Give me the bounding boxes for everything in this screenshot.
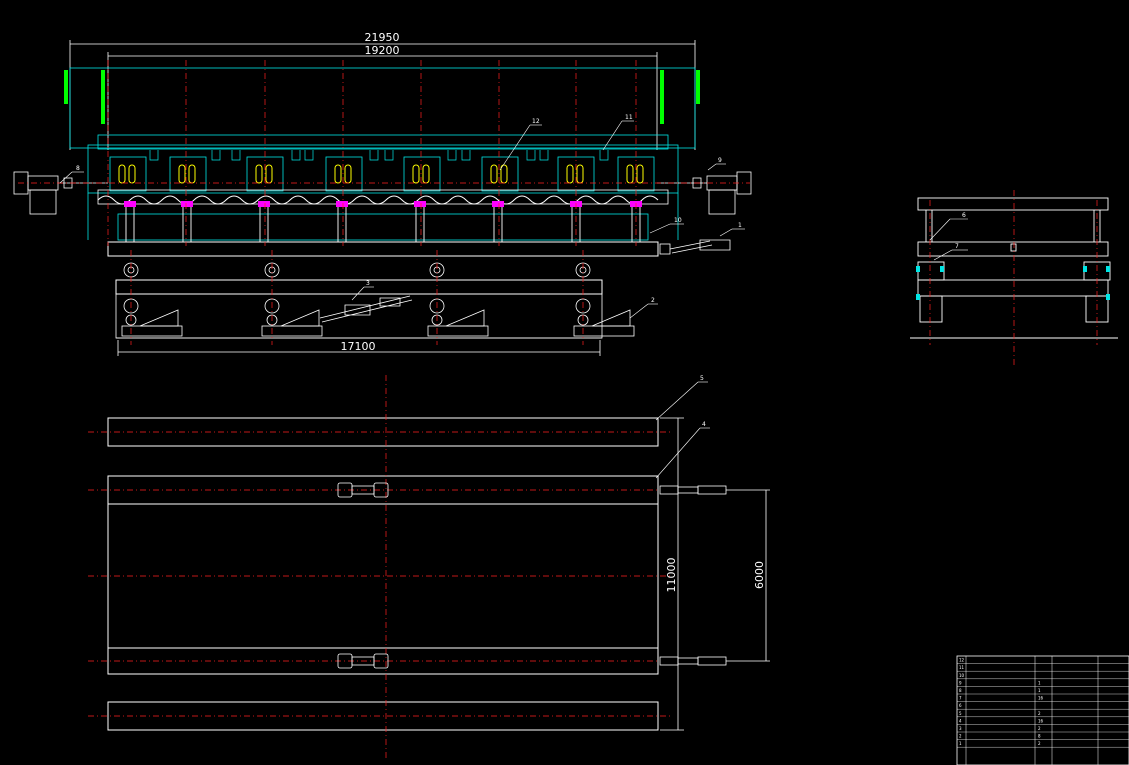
plan-view: 11000 6000 5 4 xyxy=(88,375,770,760)
mould-bar xyxy=(97,189,669,205)
bom-cell-qty: 8 xyxy=(1038,734,1041,739)
dim-text-plan-width: 11000 xyxy=(665,558,678,593)
balloon-3: 3 xyxy=(366,280,370,287)
bom-cell-qty: 2 xyxy=(1038,726,1041,731)
bom-cell-no: 11 xyxy=(959,665,965,670)
bom-cell-no: 3 xyxy=(959,726,962,731)
vibrating-table xyxy=(107,241,659,257)
plan-rail-bottom xyxy=(107,701,659,731)
bom-row-lines xyxy=(957,663,1129,748)
green-annotations xyxy=(64,70,700,124)
cyan-frame xyxy=(69,67,696,241)
bom-cell-qty: 2 xyxy=(1038,741,1041,746)
bom-cell-no: 8 xyxy=(959,688,962,693)
dimension-cylinder-spacing xyxy=(726,489,770,662)
dimension-plan-width xyxy=(660,417,684,731)
dimension-base-length xyxy=(117,340,601,356)
centerlines-front xyxy=(18,60,750,345)
bom-cell-qty: 16 xyxy=(1038,718,1044,723)
balloon-12: 12 xyxy=(532,118,540,125)
bom-cell-no: 2 xyxy=(959,734,962,739)
dim-text-base-length: 17100 xyxy=(341,340,376,353)
leader-lines-plan xyxy=(655,381,710,479)
balloon-8: 8 xyxy=(76,165,80,172)
side-elevation: 6 7 xyxy=(910,190,1118,368)
dim-text-overall-length: 21950 xyxy=(365,31,400,44)
bom-cell-no: 5 xyxy=(959,711,962,716)
bom-cell-no: 10 xyxy=(959,673,965,678)
plan-beam-lower xyxy=(107,647,659,675)
bom-cell-qty: 1 xyxy=(1038,680,1041,685)
bom-cell-no: 7 xyxy=(959,696,962,701)
leader-lines-front xyxy=(59,120,745,319)
centerlines-side xyxy=(929,190,1098,368)
balloon-9: 9 xyxy=(718,157,722,164)
balloon-11: 11 xyxy=(625,114,633,121)
balloon-2: 2 xyxy=(651,297,655,304)
bom-cell-no: 12 xyxy=(959,658,965,663)
dim-text-inner-length: 19200 xyxy=(365,44,400,57)
balloon-10: 10 xyxy=(674,217,682,224)
balloon-4: 4 xyxy=(702,421,706,428)
dim-text-cylinder-spacing: 6000 xyxy=(753,561,766,589)
side-cyan-nuts xyxy=(916,266,1110,300)
bom-cell-qty: 16 xyxy=(1038,696,1044,701)
side-top-beam xyxy=(917,197,1109,211)
bom-cell-no: 1 xyxy=(959,741,962,746)
bom-cell-qty: 2 xyxy=(1038,711,1041,716)
plan-couplers xyxy=(337,482,389,669)
balloon-7: 7 xyxy=(955,243,959,250)
bom-cell-no: 6 xyxy=(959,703,962,708)
leader-lines-side xyxy=(929,218,968,261)
front-elevation: 21950 19200 xyxy=(13,31,752,356)
balloon-5: 5 xyxy=(700,375,704,382)
bom-cell-qty: 1 xyxy=(1038,688,1041,693)
bom-cell-no: 9 xyxy=(959,680,962,685)
side-base xyxy=(917,279,1109,297)
plan-rail-top xyxy=(107,417,659,447)
side-table xyxy=(917,241,1109,257)
drive-shaft-right xyxy=(669,239,731,254)
hydraulic-cylinder-lower xyxy=(319,295,413,323)
balloon-1: 1 xyxy=(738,222,742,229)
bom-cell-no: 4 xyxy=(959,718,962,723)
balloon-6: 6 xyxy=(962,212,966,219)
